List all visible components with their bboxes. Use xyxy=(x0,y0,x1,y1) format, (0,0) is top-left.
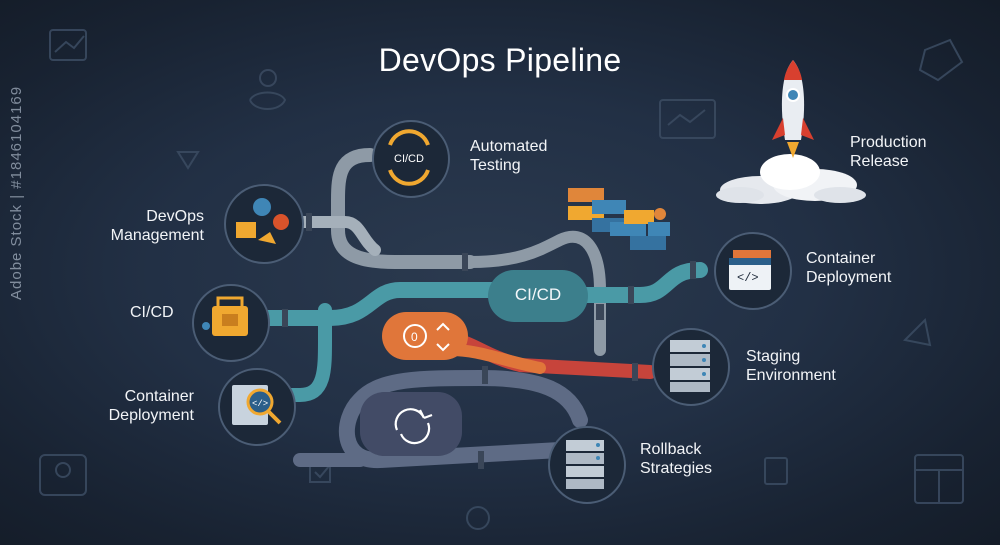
target-icon xyxy=(403,324,427,348)
devops-management-line1: DevOps xyxy=(146,208,204,225)
magnifier-code-icon xyxy=(246,388,274,416)
container-deployment-left-ring xyxy=(218,368,296,446)
container-deployment-left-line1: Container xyxy=(124,388,194,405)
gears-icon xyxy=(253,198,271,216)
pipe-gray-from-mgmt xyxy=(294,216,381,256)
pipe-slate-loop xyxy=(339,369,588,468)
jar-bg-icon xyxy=(764,457,788,485)
automated-testing-label: Automated Testing xyxy=(470,137,547,175)
user-frame-bg-icon xyxy=(39,454,87,496)
containers-icon xyxy=(568,188,670,250)
staging-environment-line1: Staging xyxy=(746,348,801,365)
tool-bg-icon xyxy=(902,317,932,347)
pipe-teal-ci xyxy=(260,282,518,326)
up-down-icon xyxy=(436,322,450,352)
shape-bg-icon xyxy=(918,38,964,82)
automated-testing-line1: Automated xyxy=(470,138,548,155)
production-release-label: Production Release xyxy=(850,133,927,171)
funnel-bg-icon xyxy=(176,151,200,170)
rollback-strategies-ring xyxy=(548,426,626,504)
stock-id-watermark: Adobe Stock | #1846104169 xyxy=(8,85,25,300)
staging-environment-line2: Environment xyxy=(746,367,836,384)
container-deployment-right-line1: Container xyxy=(806,250,876,267)
staging-environment-label: Staging Environment xyxy=(746,347,836,385)
ci-cd-pill-label: CI/CD xyxy=(514,285,562,304)
sun-bg-icon xyxy=(259,69,277,87)
server-rack-icon xyxy=(670,340,710,392)
code-icon-text: </> xyxy=(737,271,759,285)
production-release-line1: Production xyxy=(850,134,927,151)
rollback-strategies-line2: Strategies xyxy=(640,460,713,477)
radiation-bg-icon xyxy=(466,506,490,530)
pipe-gray-upper xyxy=(331,148,477,269)
container-deployment-left-line2: Deployment xyxy=(108,407,194,424)
code-window-icon xyxy=(729,258,771,290)
production-release-line2: Release xyxy=(850,153,909,170)
automated-testing-line2: Testing xyxy=(470,157,521,174)
ci-cd-icon-text: CI/CD xyxy=(394,153,424,165)
refresh-icon xyxy=(394,408,433,431)
ci-cd-label: CI/CD xyxy=(130,303,174,322)
svg-text:0: 0 xyxy=(411,330,418,344)
container-deployment-right-ring xyxy=(714,232,792,310)
rollback-strategies-line1: Rollback xyxy=(640,441,702,458)
container-deployment-right-label: Container Deployment xyxy=(806,249,891,287)
svg-text:</>: </> xyxy=(252,399,268,409)
container-deployment-left-label: Container Deployment xyxy=(94,387,194,425)
monitor-bg-icon xyxy=(659,99,716,139)
page-title: DevOps Pipeline xyxy=(378,42,622,78)
rollback-strategies-label: Rollback Strategies xyxy=(640,440,712,478)
server-rack-icon xyxy=(566,440,604,489)
ci-cd-line1: CI/CD xyxy=(130,304,174,321)
pipe-gray-right xyxy=(464,230,606,356)
pipe-teal-to-container xyxy=(567,262,708,303)
container-deployment-right-line2: Deployment xyxy=(806,269,892,286)
pipe-joints xyxy=(282,213,696,469)
pipe-teal-container-left xyxy=(255,303,332,402)
pipeline-pipes xyxy=(255,148,708,468)
devops-management-line2: Management xyxy=(110,227,204,244)
refresh-pill xyxy=(360,392,462,456)
chart-bg-icon xyxy=(49,29,87,61)
ci-cd-pill xyxy=(488,270,588,322)
sync-arrows-icon xyxy=(388,129,430,146)
devops-management-label: DevOps Management xyxy=(96,207,204,245)
